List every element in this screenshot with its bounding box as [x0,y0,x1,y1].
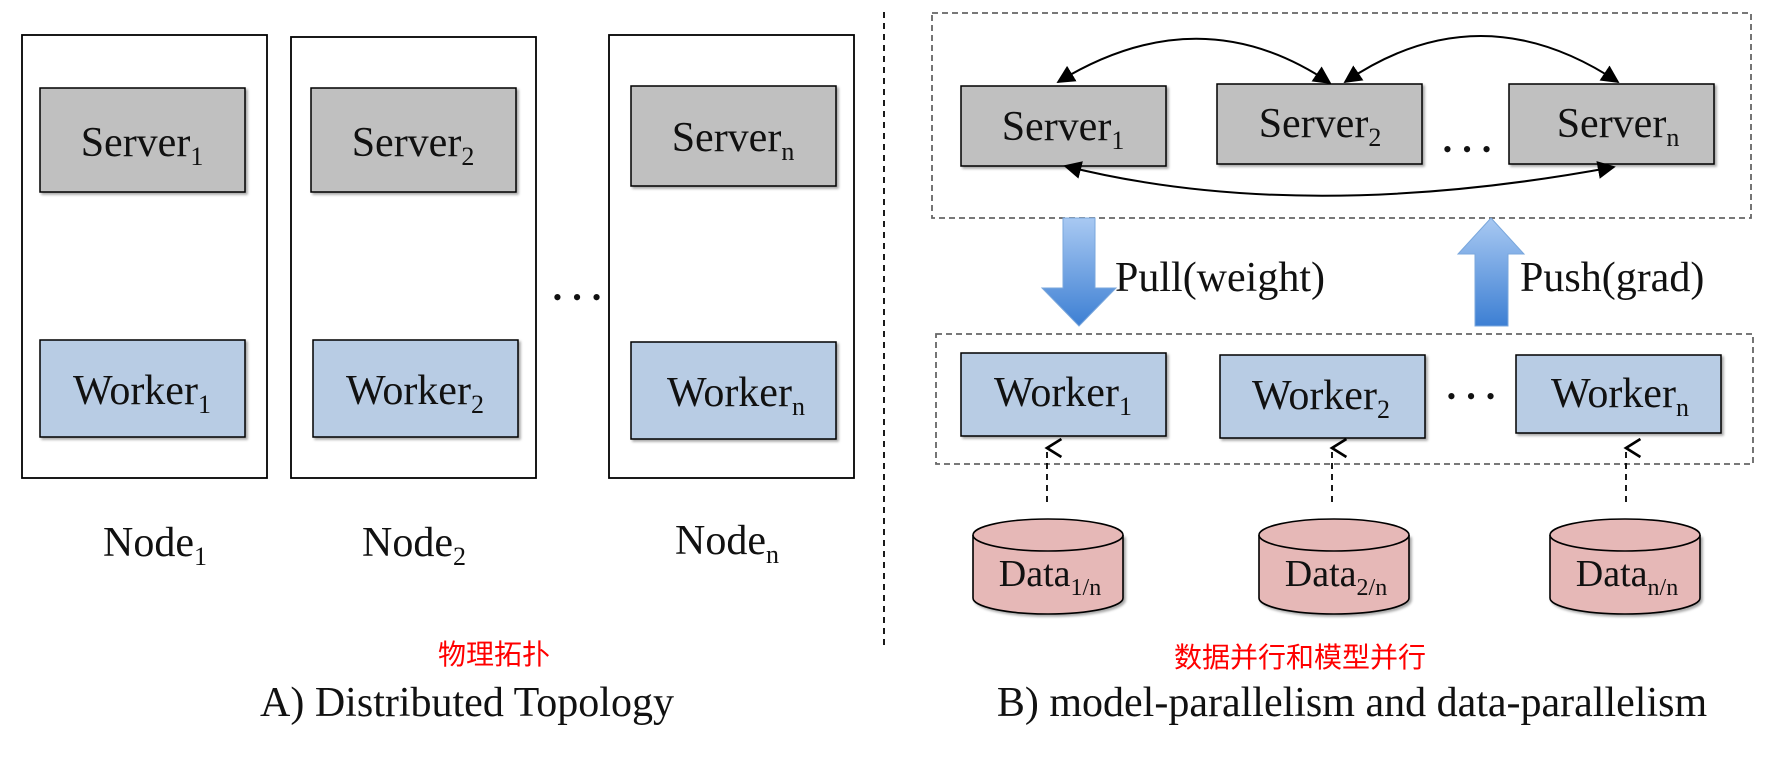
node-n-worker-box [630,341,837,440]
data-shard-2-body [1258,535,1410,615]
server-2-label: Server2 [1259,101,1382,152]
node-1-worker-label: Worker1 [73,368,211,419]
node-2-server-label: Server2 [352,120,475,171]
worker-n-label: Workern [1551,371,1689,422]
node-n-server-label: Servern [672,115,795,166]
data-shard-1-body [972,535,1124,615]
pull-label: Pull(weight) [1115,255,1325,301]
sync-arrow-server1-server2 [1056,37,1332,85]
server-1-box [960,85,1167,167]
node-2-server-box [310,87,517,193]
server-1-label: Server1 [1002,104,1125,155]
node-2-worker-label: Worker2 [346,368,484,419]
node-2-frame [290,36,537,479]
push-arrow [1456,217,1526,327]
node-2-worker-box [312,339,519,438]
pull-arrow [1040,217,1118,327]
panel-a-caption: A) Distributed Topology [260,680,674,726]
node-1-frame [21,34,268,479]
panel-a-note: 物理拓扑 [438,638,550,671]
node-n-server-box [630,85,837,187]
panel-a-distributed-topology: Server1 Worker1 Node1 Server2 Worker2 No… [21,34,855,726]
workers-ellipsis: • • • [1447,382,1497,411]
server-group-frame [931,12,1752,219]
nodes-ellipsis: • • • [553,283,603,312]
server-n-box [1508,83,1715,165]
data-shard-n-top [1549,518,1701,552]
data-shard-2-label: Data2/n [1285,553,1387,601]
node-n-label: Noden [675,518,779,569]
push-label: Push(grad) [1520,255,1704,301]
data-shard-n: Datan/n [1549,518,1701,615]
panel-b-note: 数据并行和模型并行 [1174,641,1426,674]
data-shard-2-top [1258,518,1410,552]
node-n-frame [608,34,855,479]
node-2-label: Node2 [362,520,466,571]
node-1-server-label: Server1 [81,120,204,171]
data-shard-n-body [1549,535,1701,615]
data-shard-1: Data1/n [972,518,1124,615]
node-1: Server1 Worker1 Node1 [21,34,268,571]
panel-b-caption: B) model-parallelism and data-parallelis… [997,680,1708,726]
node-1-label: Node1 [103,520,207,571]
panel-b-parallelism: Server1 Server2 • • • Servern Pull(weigh… [931,12,1754,726]
worker-2-box [1219,354,1426,439]
node-n-worker-label: Workern [667,370,805,421]
data-shard-2: Data2/n [1258,518,1410,615]
sync-arrow-server1-servern [1063,161,1616,197]
worker-2-label: Worker2 [1252,373,1390,424]
worker-n-box [1515,354,1722,434]
server-n-label: Servern [1557,101,1680,152]
worker-group-frame [935,333,1754,465]
data-shard-n-label: Datan/n [1576,553,1678,601]
worker-1-label: Worker1 [994,370,1132,421]
node-1-worker-box [39,339,246,438]
data-shard-1-top [972,518,1124,552]
servers-ellipsis: • • • [1443,135,1493,164]
server-2-box [1216,83,1423,165]
data-shard-1-label: Data1/n [999,553,1101,601]
node-1-server-box [39,87,246,193]
worker-1-box [960,352,1167,437]
node-2: Server2 Worker2 Node2 [290,36,537,571]
node-n: Servern Workern Noden [608,34,855,569]
sync-arrow-server2-servern [1343,35,1620,84]
